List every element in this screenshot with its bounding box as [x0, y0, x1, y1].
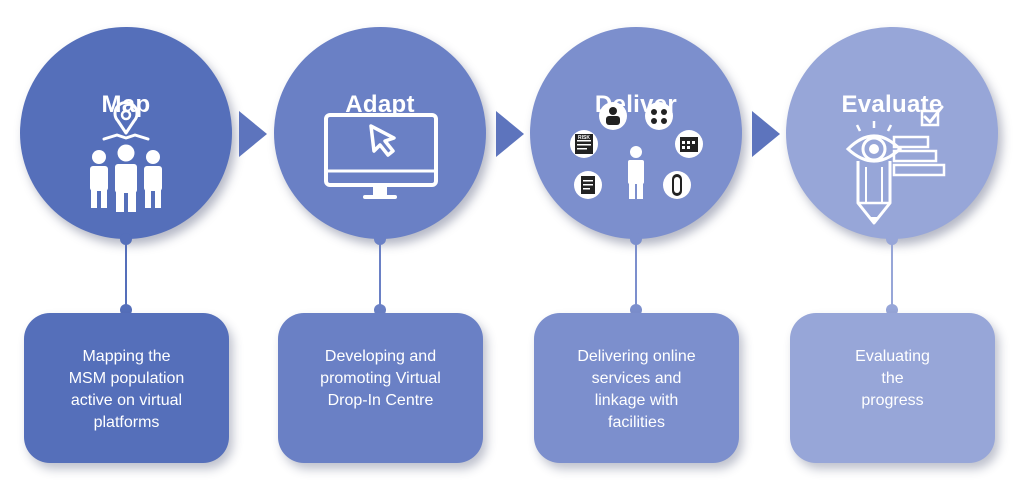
- step-evaluate-description-line: Evaluating: [855, 348, 930, 365]
- person-services-icon: RISK: [570, 102, 703, 199]
- step-adapt-card: Developing and promoting Virtual Drop-In…: [278, 313, 483, 463]
- step-map-title: Map: [101, 91, 151, 118]
- connector-deliver-line: [635, 236, 637, 310]
- step-adapt-circle: Adapt: [274, 27, 486, 239]
- eye-pencil-checklist-icon: [845, 105, 946, 225]
- connector-map-line: [125, 236, 127, 310]
- step-map-description-line: MSM population: [68, 370, 185, 387]
- step-adapt-description-line: Drop-In Centre: [327, 392, 434, 409]
- arrow-map-to-adapt: [239, 111, 267, 157]
- step-adapt-description-line: promoting Virtual: [320, 370, 441, 387]
- step-evaluate-description-line: progress: [861, 392, 924, 409]
- step-deliver-description-line: Delivering online: [577, 348, 696, 365]
- connector-evaluate-line: [891, 236, 893, 310]
- arrow-adapt-to-deliver: [496, 111, 524, 157]
- step-evaluate-title: Evaluate: [841, 91, 943, 118]
- step-evaluate-description-line: the: [881, 370, 904, 387]
- step-deliver-description-line: facilities: [608, 414, 665, 431]
- step-map-description-line: Mapping the: [82, 348, 171, 365]
- step-evaluate-circle: Evaluate: [786, 27, 998, 239]
- risk-form-label: RISK: [578, 135, 590, 141]
- step-deliver-description-line: linkage with: [594, 392, 679, 409]
- risk-form-icon: RISK: [570, 130, 598, 158]
- step-deliver-circle: Deliver RISK: [530, 27, 742, 239]
- step-map-card: Mapping the MSM population active on vir…: [24, 313, 229, 463]
- step-map-circle: Map: [20, 27, 232, 239]
- step-deliver-card: Delivering online services and linkage w…: [534, 313, 739, 463]
- step-map-description-line: active on virtual: [70, 392, 183, 409]
- step-adapt-description-line: Developing and: [324, 348, 437, 365]
- monitor-cursor-icon: [324, 113, 438, 199]
- step-deliver-description-line: services and: [591, 370, 682, 387]
- step-map-description-line: platforms: [93, 414, 160, 431]
- step-evaluate-card: Evaluating the progress: [790, 313, 995, 463]
- location-people-icon: [90, 101, 162, 212]
- arrow-deliver-to-evaluate: [752, 111, 780, 157]
- connector-adapt-line: [379, 236, 381, 310]
